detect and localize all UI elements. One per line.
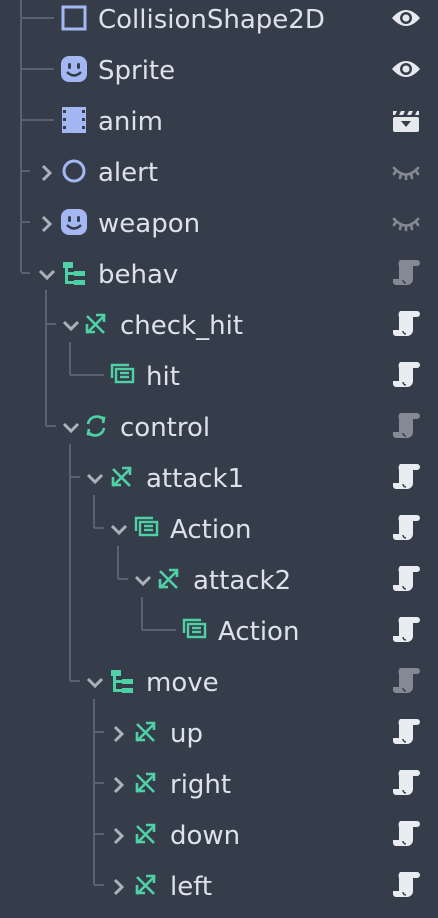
script-light-icon[interactable] bbox=[390, 614, 422, 646]
script-light-icon[interactable] bbox=[390, 308, 422, 340]
script-light-icon[interactable] bbox=[390, 461, 422, 493]
tree-row-label: hit bbox=[146, 362, 180, 392]
chevron-down-icon[interactable] bbox=[132, 567, 154, 595]
tree-row-label: alert bbox=[98, 158, 159, 188]
node2d-circle-icon bbox=[60, 157, 88, 185]
chevron-right-icon[interactable] bbox=[36, 210, 58, 238]
script-light-icon[interactable] bbox=[390, 869, 422, 901]
action-icon bbox=[180, 616, 208, 644]
sprite-icon bbox=[60, 208, 88, 236]
chevron-right-icon[interactable] bbox=[108, 771, 130, 799]
tree-row-label: attack1 bbox=[146, 464, 245, 494]
tree-row[interactable]: alert bbox=[0, 151, 438, 202]
tree-row[interactable]: attack2 bbox=[0, 559, 438, 610]
sequence-icon bbox=[132, 769, 160, 797]
visibility-eye-icon[interactable] bbox=[390, 53, 422, 85]
chevron-down-icon[interactable] bbox=[84, 669, 106, 697]
chevron-right-icon[interactable] bbox=[108, 720, 130, 748]
tree-row-label: attack2 bbox=[193, 566, 292, 596]
chevron-down-icon[interactable] bbox=[60, 312, 82, 340]
visibility-hidden-icon[interactable] bbox=[390, 206, 422, 238]
tree-row-label: anim bbox=[98, 107, 163, 137]
tree-row[interactable]: right bbox=[0, 763, 438, 814]
script-dark-icon[interactable] bbox=[390, 410, 422, 442]
tree-row[interactable]: up bbox=[0, 712, 438, 763]
chevron-right-icon[interactable] bbox=[36, 159, 58, 187]
script-light-icon[interactable] bbox=[390, 563, 422, 595]
chevron-right-icon[interactable] bbox=[108, 822, 130, 850]
tree-row[interactable]: Action bbox=[0, 508, 438, 559]
sprite-icon bbox=[60, 55, 88, 83]
behavior-tree-icon bbox=[60, 259, 88, 287]
chevron-down-icon[interactable] bbox=[60, 414, 82, 442]
tree-row[interactable]: behav bbox=[0, 253, 438, 304]
tree-row[interactable]: Action bbox=[0, 610, 438, 661]
script-light-icon[interactable] bbox=[390, 359, 422, 391]
tree-row-label: behav bbox=[98, 260, 179, 290]
tree-row[interactable]: Sprite bbox=[0, 49, 438, 100]
sequence-icon bbox=[108, 463, 136, 491]
script-light-icon[interactable] bbox=[390, 818, 422, 850]
sequence-icon bbox=[132, 820, 160, 848]
selector-loop-icon bbox=[82, 412, 110, 440]
tree-row-label: right bbox=[170, 770, 232, 800]
script-dark-icon[interactable] bbox=[390, 257, 422, 289]
chevron-down-icon[interactable] bbox=[84, 465, 106, 493]
tree-row-label: down bbox=[170, 821, 241, 851]
chevron-down-icon[interactable] bbox=[108, 516, 130, 544]
action-icon bbox=[108, 361, 136, 389]
script-light-icon[interactable] bbox=[390, 767, 422, 799]
tree-row-label: check_hit bbox=[120, 311, 244, 341]
sequence-icon bbox=[155, 565, 183, 593]
clapperboard-icon[interactable] bbox=[390, 104, 422, 136]
tree-row[interactable]: CollisionShape2D bbox=[0, 0, 438, 49]
tree-row[interactable]: anim bbox=[0, 100, 438, 151]
chevron-down-icon[interactable] bbox=[36, 261, 58, 289]
tree-row[interactable]: hit bbox=[0, 355, 438, 406]
visibility-eye-icon[interactable] bbox=[390, 2, 422, 34]
collision-shape-icon bbox=[60, 4, 88, 32]
sequence-icon bbox=[132, 718, 160, 746]
action-icon bbox=[132, 514, 160, 542]
tree-row-label: weapon bbox=[98, 209, 201, 239]
tree-row-label: up bbox=[170, 719, 203, 749]
chevron-right-icon[interactable] bbox=[108, 873, 130, 901]
script-light-icon[interactable] bbox=[390, 716, 422, 748]
tree-row[interactable]: attack1 bbox=[0, 457, 438, 508]
tree-row[interactable]: move bbox=[0, 661, 438, 712]
tree-row-label: Sprite bbox=[98, 56, 176, 86]
sequence-icon bbox=[132, 871, 160, 899]
tree-row-label: left bbox=[170, 872, 213, 902]
tree-row[interactable]: left bbox=[0, 865, 438, 916]
tree-row-label: CollisionShape2D bbox=[98, 5, 325, 35]
tree-row[interactable]: check_hit bbox=[0, 304, 438, 355]
script-dark-icon[interactable] bbox=[390, 665, 422, 697]
visibility-hidden-icon[interactable] bbox=[390, 155, 422, 187]
tree-row-label: move bbox=[146, 668, 219, 698]
sequence-icon bbox=[82, 310, 110, 338]
animation-player-icon bbox=[60, 106, 88, 134]
script-light-icon[interactable] bbox=[390, 512, 422, 544]
tree-row[interactable]: down bbox=[0, 814, 438, 865]
tree-row[interactable]: weapon bbox=[0, 202, 438, 253]
tree-row-label: control bbox=[120, 413, 211, 443]
tree-row[interactable]: control bbox=[0, 406, 438, 457]
tree-row-label: Action bbox=[218, 617, 300, 647]
behavior-tree-icon bbox=[108, 667, 136, 695]
tree-row-label: Action bbox=[170, 515, 252, 545]
